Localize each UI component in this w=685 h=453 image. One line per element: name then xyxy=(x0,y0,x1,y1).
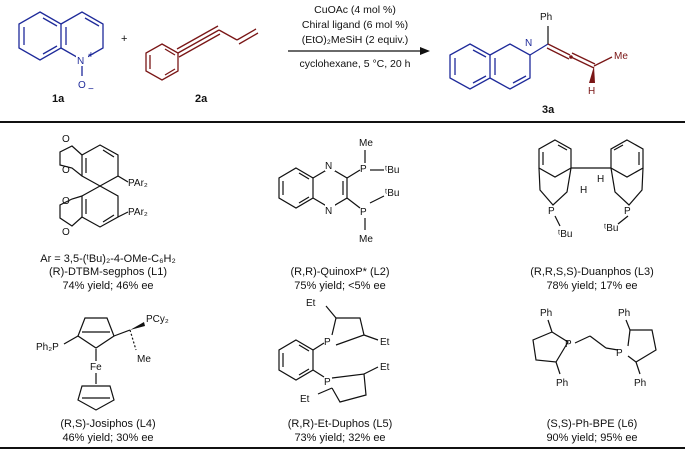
condition-solvent: cyclohexane, 5 °C, 20 h xyxy=(299,58,410,70)
ligand-L2-structure: N N P Me ᵗBu P ᵗBu Me xyxy=(278,138,399,245)
l3-p-left: P xyxy=(548,206,555,217)
condition-ligand: Chiral ligand (6 mol %) xyxy=(302,19,408,31)
l2-n-bottom: N xyxy=(325,206,332,217)
ligand-L1-name: (R)-DTBM-segphos (L1) xyxy=(49,266,167,278)
svg-text:−: − xyxy=(88,84,94,95)
ligand-L2-result: 75% yield; <5% ee xyxy=(294,280,385,292)
allene-product-structure: N Ph Me H xyxy=(449,12,628,97)
ligand-L6-structure: Ph P Ph P Ph Ph xyxy=(532,308,657,389)
svg-text:O: O xyxy=(62,134,70,145)
ligand-L1-result: 74% yield; 46% ee xyxy=(62,280,153,292)
l4-ph2p: Ph₂P xyxy=(36,342,59,353)
product-me-label: Me xyxy=(614,51,628,62)
l5-et-2: Et xyxy=(380,337,390,348)
ligand-L1-structure: O O O O PAr₂ PAr₂ xyxy=(59,134,148,238)
l4-me: Me xyxy=(137,354,151,365)
l2-me-bottom: Me xyxy=(359,234,373,245)
quinoline-n-oxide-structure: N + O − xyxy=(18,11,104,95)
l3-tbu-right: ᵗBu xyxy=(604,223,618,234)
l6-ph-1: Ph xyxy=(540,308,552,319)
l1-par2-top: PAr₂ xyxy=(128,178,148,189)
product-label: 3a xyxy=(542,104,555,116)
l2-n-top: N xyxy=(325,161,332,172)
reactant1-label: 1a xyxy=(52,93,65,105)
ligand-L5-result: 73% yield; 32% ee xyxy=(294,432,385,444)
ligand-L3-result: 78% yield; 17% ee xyxy=(546,280,637,292)
l6-p-left: P xyxy=(565,339,572,350)
l2-me-top: Me xyxy=(359,138,373,149)
l5-et-3: Et xyxy=(380,362,390,373)
ligand-L4-structure: Fe Ph₂P PCy₂ Me xyxy=(36,314,169,411)
svg-text:+: + xyxy=(88,50,94,61)
reaction-arrow xyxy=(288,47,430,55)
l4-pcy2: PCy₂ xyxy=(146,314,169,325)
condition-silane: (EtO)₂MeSiH (2 equiv.) xyxy=(302,34,409,46)
l5-et-1: Et xyxy=(306,298,316,309)
ligand-L6-name: (S,S)-Ph-BPE (L6) xyxy=(547,418,637,430)
enyne-structure xyxy=(145,25,259,81)
l3-p-right: P xyxy=(624,206,631,217)
svg-text:O: O xyxy=(62,165,70,176)
product-n-atom: N xyxy=(525,38,532,49)
l3-h-left: H xyxy=(580,185,587,196)
l5-et-4: Et xyxy=(300,394,310,405)
ligand-L2-name: (R,R)-QuinoxP* (L2) xyxy=(290,266,389,278)
l6-ph-3: Ph xyxy=(618,308,630,319)
ligand-L5-name: (R,R)-Et-Duphos (L5) xyxy=(288,418,393,430)
ligand-L6-result: 90% yield; 95% ee xyxy=(546,432,637,444)
reactant2-label: 2a xyxy=(195,93,208,105)
l4-fe: Fe xyxy=(90,362,102,373)
l6-p-right: P xyxy=(616,348,623,359)
plus-sign: + xyxy=(121,33,127,45)
svg-text:O: O xyxy=(62,227,70,238)
ligand-L5-structure: P Et Et P Et Et xyxy=(278,298,390,405)
l3-h-right: H xyxy=(597,174,604,185)
o-minus-atom: O xyxy=(78,80,86,91)
product-h-label: H xyxy=(588,86,595,97)
ligand-L4-name: (R,S)-Josiphos (L4) xyxy=(60,418,155,430)
ligand-L3-name: (R,R,S,S)-Duanphos (L3) xyxy=(530,266,654,278)
l5-p-bottom: P xyxy=(324,377,331,388)
l6-ph-2: Ph xyxy=(556,378,568,389)
l2-tbu-bottom: ᵗBu xyxy=(385,188,399,199)
condition-catalyst: CuOAc (4 mol %) xyxy=(314,4,396,16)
ligand-L4-result: 46% yield; 30% ee xyxy=(62,432,153,444)
l2-p-bottom: P xyxy=(360,207,367,218)
n-plus-atom: N xyxy=(77,56,84,67)
l6-ph-4: Ph xyxy=(634,378,646,389)
l1-par2-bottom: PAr₂ xyxy=(128,207,148,218)
l2-tbu-top: ᵗBu xyxy=(385,165,399,176)
ligand-L1-aryl-definition: Ar = 3,5-(ᵗBu)₂-4-OMe-C₆H₂ xyxy=(40,253,176,265)
l2-p-top: P xyxy=(360,164,367,175)
product-ph-label: Ph xyxy=(540,12,552,23)
l5-p-top: P xyxy=(324,337,331,348)
ligand-L3-structure: P P H H ᵗBu ᵗBu xyxy=(538,139,644,240)
l3-tbu-left: ᵗBu xyxy=(558,229,572,240)
